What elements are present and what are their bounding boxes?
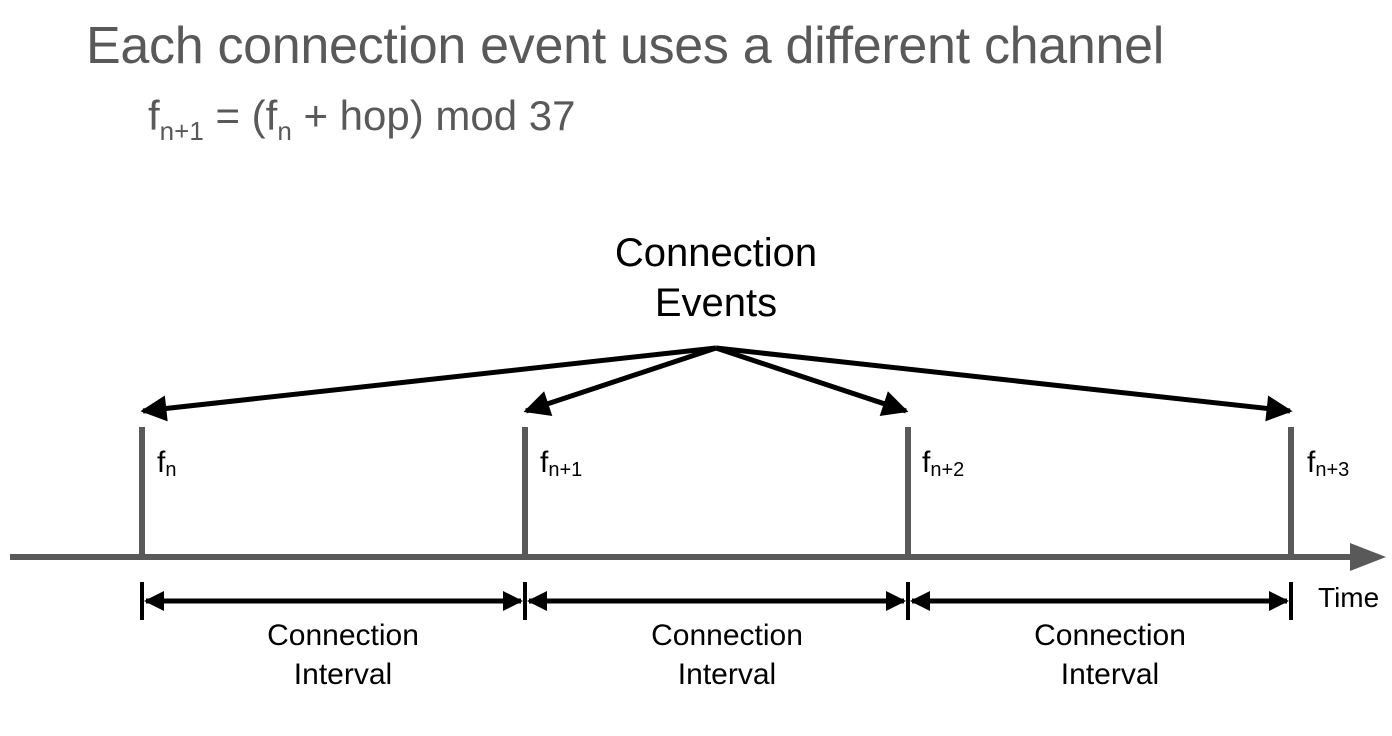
formula-lhs-sub: n+1	[159, 116, 204, 146]
event-label-1: fn+1	[540, 446, 582, 481]
formula-tail: + hop) mod 37	[291, 92, 576, 139]
interval-label-2-line1: Connection	[1034, 619, 1186, 652]
time-axis-label: Time	[1318, 582, 1379, 613]
event-label-0-base: f	[157, 446, 166, 479]
interval-label-0-line1: Connection	[267, 619, 419, 652]
formula-f-sub: n	[277, 116, 292, 146]
events-heading-line1: Connection	[615, 231, 817, 275]
event-label-2-base: f	[922, 446, 931, 479]
interval-label-1-line2: Interval	[678, 658, 776, 691]
slide-title: Each connection event uses a different c…	[86, 17, 1164, 75]
event-label-1-sub: n+1	[548, 459, 582, 481]
event-pointer-arrow-0	[140, 345, 717, 422]
event-pointer-arrow-2	[715, 345, 909, 416]
event-pointer-arrow-3	[715, 345, 1293, 422]
event-label-0: fn	[157, 446, 176, 481]
time-axis-arrowhead	[1350, 543, 1386, 571]
event-label-3-sub: n+3	[1315, 459, 1349, 481]
interval-label-1-line1: Connection	[651, 619, 803, 652]
event-label-3: fn+3	[1307, 446, 1349, 481]
interval-label-2-line2: Interval	[1061, 658, 1159, 691]
formula-eq-open: = (	[203, 92, 266, 139]
event-label-3-base: f	[1307, 446, 1316, 479]
formula-lhs-base: f	[148, 92, 160, 139]
formula-f-base: f	[265, 92, 278, 139]
event-label-2: fn+2	[922, 446, 964, 481]
event-label-1-base: f	[540, 446, 549, 479]
events-heading-line2: Events	[655, 281, 777, 325]
event-label-2-sub: n+2	[930, 459, 964, 481]
event-pointer-arrow-1	[523, 345, 717, 416]
event-label-0-sub: n	[165, 459, 176, 481]
hop-formula: fn+1 = (fn + hop) mod 37	[148, 92, 576, 144]
interval-label-0-line2: Interval	[294, 658, 392, 691]
